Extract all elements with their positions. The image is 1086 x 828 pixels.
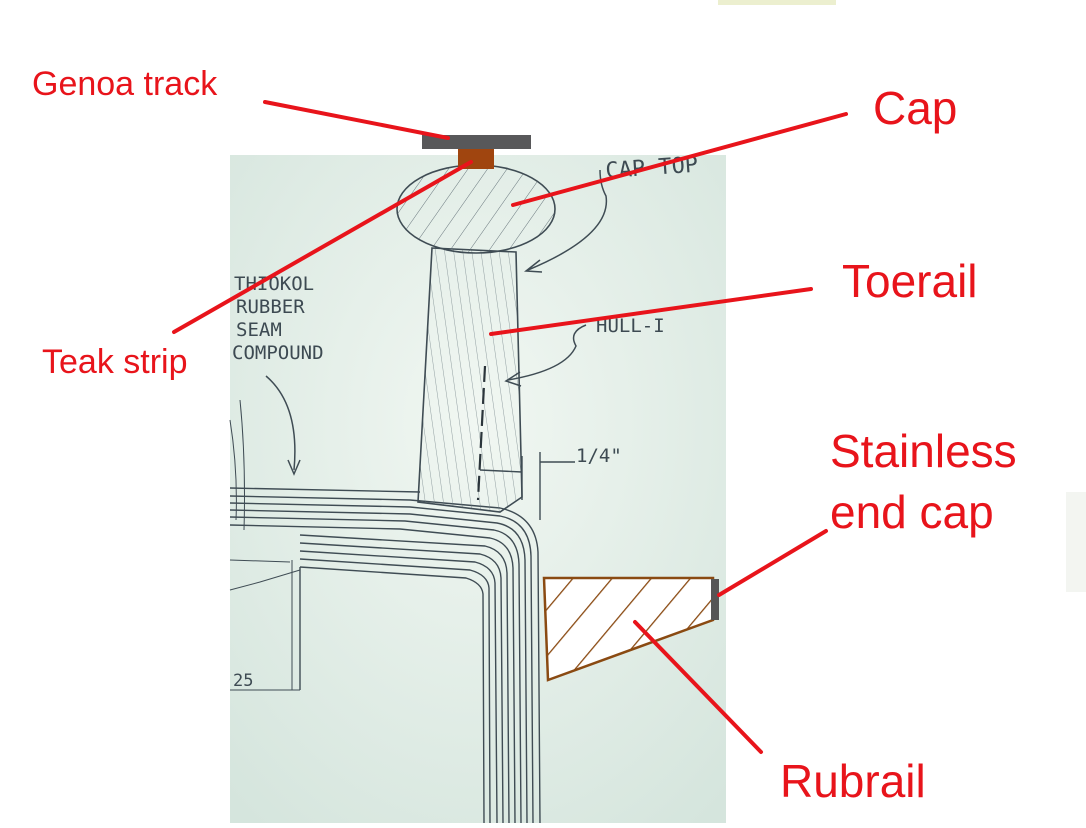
dimension-marks bbox=[479, 452, 575, 520]
teak-strip-leader bbox=[172, 160, 473, 334]
genoa-track-label: Genoa track bbox=[32, 65, 218, 103]
compound-arrow bbox=[265, 375, 301, 476]
toerail-bevel bbox=[476, 365, 487, 501]
cap-shape bbox=[396, 164, 556, 254]
rubrail-hatch bbox=[544, 578, 713, 680]
compound-note-4: COMPOUND bbox=[232, 342, 324, 364]
small-number-note: 25 bbox=[233, 671, 253, 691]
scan-artifact bbox=[1066, 492, 1086, 592]
hull-arrow bbox=[504, 324, 587, 387]
compound-note-1: THIOKOL bbox=[234, 273, 314, 295]
genoa-track-leader bbox=[263, 100, 450, 140]
cap-label: Cap bbox=[873, 82, 958, 134]
cap-leader bbox=[511, 112, 848, 207]
deck-laminate bbox=[229, 399, 541, 824]
rubrail-label: Rubrail bbox=[780, 755, 926, 807]
compound-note-3: SEAM bbox=[236, 319, 282, 341]
scan-artifact bbox=[718, 0, 836, 5]
compound-note-2: RUBBER bbox=[236, 296, 305, 318]
stainless-end-cap-leader bbox=[717, 529, 828, 597]
rubrail-leader bbox=[633, 620, 763, 754]
stainless-end-cap-label-line2: end cap bbox=[830, 486, 994, 538]
dimension-note: 1/4" bbox=[576, 445, 622, 467]
hull-note: HULL-I bbox=[596, 315, 665, 337]
toerail-label: Toerail bbox=[842, 255, 978, 307]
leader-lines bbox=[172, 100, 848, 754]
stainless-end-cap-shape bbox=[711, 579, 719, 620]
toerail-leader bbox=[489, 287, 813, 336]
stainless-end-cap-label-line1: Stainless bbox=[830, 425, 1017, 477]
teak-strip-label: Teak strip bbox=[42, 343, 188, 381]
